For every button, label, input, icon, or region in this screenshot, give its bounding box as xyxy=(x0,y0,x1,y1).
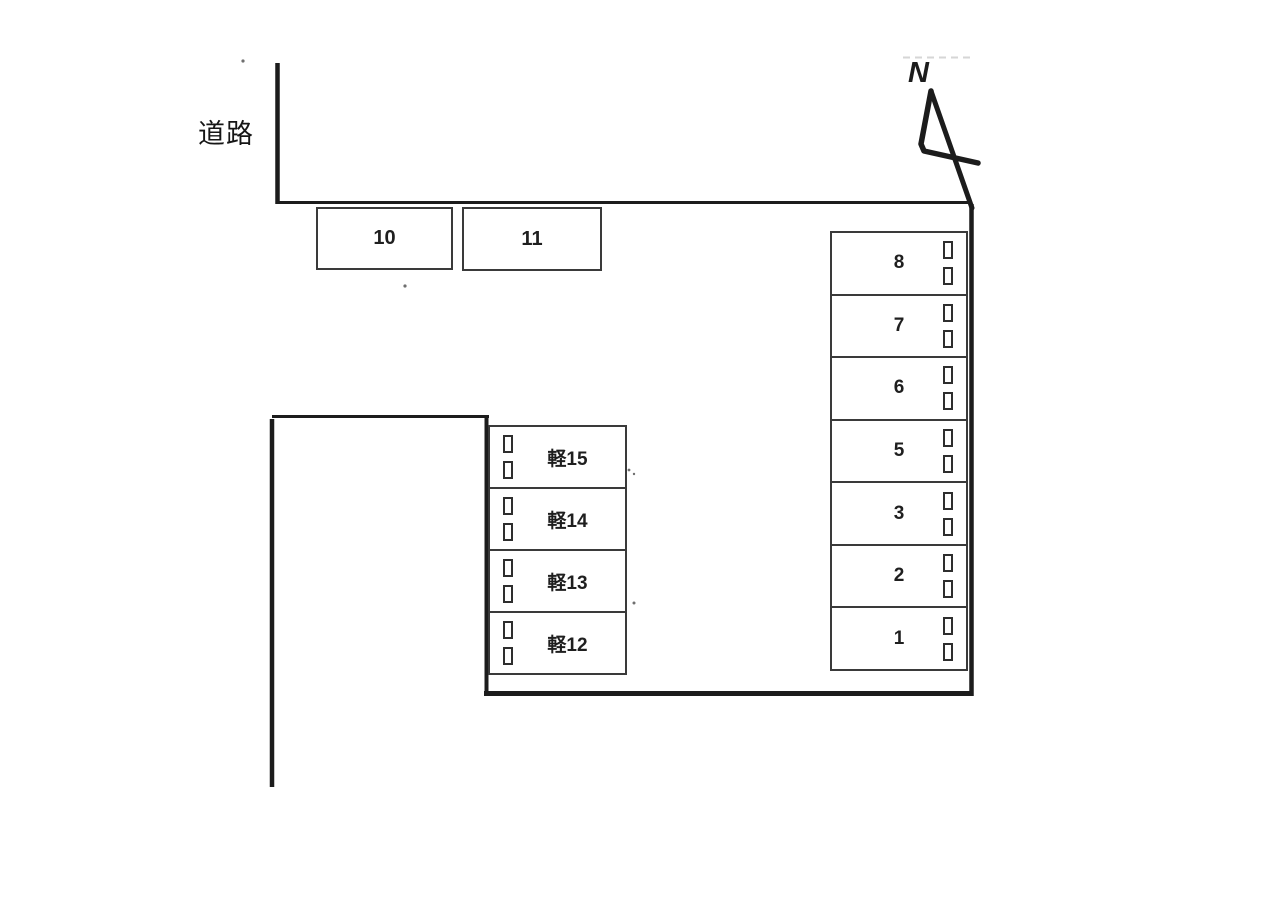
scan-speckle xyxy=(632,601,636,605)
space-label: 11 xyxy=(521,227,543,250)
space-label: 7 xyxy=(893,314,905,336)
scan-speckle xyxy=(403,284,407,288)
space-label: 10 xyxy=(373,227,396,249)
wheel-stop-mark xyxy=(503,559,513,577)
scan-speckle xyxy=(627,468,631,472)
wheel-stop-mark xyxy=(943,303,953,322)
parking-space-7: 7 xyxy=(832,296,966,359)
space-label: 6 xyxy=(893,377,905,399)
kei-parking-column: 軽15 軽14 軽13 軽12 xyxy=(488,425,627,675)
space-label: 軽15 xyxy=(547,448,588,470)
wheel-stop-marks xyxy=(943,303,953,348)
wheel-stop-marks xyxy=(943,429,953,474)
space-label: 軽14 xyxy=(547,510,588,532)
wheel-stop-mark xyxy=(943,241,953,260)
wheel-stop-mark xyxy=(503,461,513,479)
wheel-stop-mark xyxy=(943,580,953,599)
space-label: 2 xyxy=(893,565,905,587)
parking-space-kei12: 軽12 xyxy=(490,613,625,673)
wheel-stop-mark xyxy=(503,585,513,603)
wheel-stop-marks xyxy=(943,491,953,536)
parking-space-5: 5 xyxy=(832,421,966,484)
space-label: 3 xyxy=(893,502,905,524)
wheel-stop-mark xyxy=(943,392,953,411)
parking-space-11: 11 xyxy=(462,207,602,271)
wheel-stop-mark xyxy=(943,616,953,635)
wheel-stop-mark xyxy=(943,517,953,536)
wheel-stop-mark xyxy=(943,642,953,661)
wheel-stop-mark xyxy=(943,455,953,474)
wheel-stop-mark xyxy=(943,429,953,448)
space-label: 5 xyxy=(893,440,905,462)
parking-space-kei15: 軽15 xyxy=(490,427,625,489)
north-compass-letter: N xyxy=(908,57,929,89)
wheel-stop-mark xyxy=(503,523,513,541)
wheel-stop-marks xyxy=(943,554,953,599)
parking-space-8: 8 xyxy=(832,233,966,296)
wheel-stop-marks xyxy=(943,616,953,661)
wheel-stop-mark xyxy=(943,366,953,385)
wheel-stop-mark xyxy=(943,329,953,348)
space-label: 1 xyxy=(893,627,905,649)
scan-speckle xyxy=(241,59,245,63)
parking-space-3: 3 xyxy=(832,483,966,546)
wheel-stop-marks xyxy=(943,241,953,286)
wheel-stop-mark xyxy=(943,267,953,286)
space-label: 8 xyxy=(893,252,905,274)
scan-speckle xyxy=(632,472,636,476)
space-label: 軽13 xyxy=(547,572,588,594)
wheel-stop-marks xyxy=(943,366,953,411)
wheel-stop-mark xyxy=(503,647,513,665)
north-arrow-fletch xyxy=(918,88,981,166)
wheel-stop-marks xyxy=(503,559,513,603)
parking-space-1: 1 xyxy=(832,608,966,669)
right-parking-column: 8 7 6 5 3 2 1 xyxy=(830,231,968,671)
wheel-stop-mark xyxy=(503,497,513,515)
wheel-stop-mark xyxy=(943,554,953,573)
wheel-stop-mark xyxy=(503,621,513,639)
parking-space-10: 10 xyxy=(316,207,453,270)
wheel-stop-mark xyxy=(503,435,513,453)
wheel-stop-marks xyxy=(503,497,513,541)
wheel-stop-marks xyxy=(503,621,513,665)
parking-space-6: 6 xyxy=(832,358,966,421)
north-arrow-shaft xyxy=(928,88,975,211)
wheel-stop-marks xyxy=(503,435,513,479)
wheel-stop-mark xyxy=(943,491,953,510)
space-label: 軽12 xyxy=(547,634,588,656)
parking-space-2: 2 xyxy=(832,546,966,609)
parking-space-kei14: 軽14 xyxy=(490,489,625,551)
parking-space-kei13: 軽13 xyxy=(490,551,625,613)
road-label: 道路 xyxy=(198,119,254,149)
